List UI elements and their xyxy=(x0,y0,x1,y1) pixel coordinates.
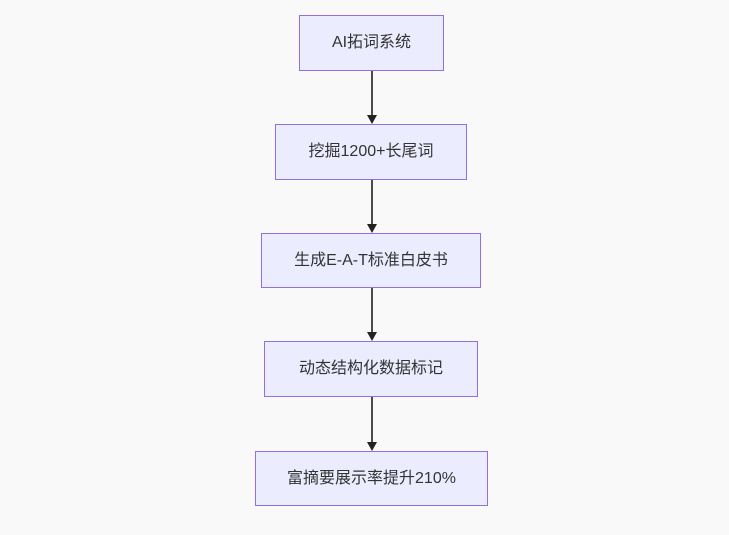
flow-node-longtail-mining: 挖掘1200+长尾词 xyxy=(275,124,467,180)
edge-line xyxy=(370,397,373,444)
flow-node-label: 挖掘1200+长尾词 xyxy=(308,143,434,161)
edge-line xyxy=(370,71,373,117)
flow-node-ai-keyword-system: AI拓词系统 xyxy=(299,15,444,71)
arrow-down-icon xyxy=(366,442,377,451)
flow-edge-3 xyxy=(365,288,378,341)
flow-node-eat-whitepaper: 生成E-A-T标准白皮书 xyxy=(261,233,481,288)
flow-node-label: 动态结构化数据标记 xyxy=(298,360,443,378)
flow-edge-2 xyxy=(365,180,378,233)
flow-node-rich-snippet-result: 富摘要展示率提升210% xyxy=(255,451,488,506)
flow-node-label: 富摘要展示率提升210% xyxy=(287,469,456,487)
arrow-down-icon xyxy=(366,224,377,233)
arrow-down-icon xyxy=(366,332,377,341)
flow-edge-1 xyxy=(365,71,378,124)
flow-edge-4 xyxy=(365,397,378,451)
flow-node-structured-data-markup: 动态结构化数据标记 xyxy=(264,341,478,397)
flow-node-label: AI拓词系统 xyxy=(331,34,412,52)
flow-node-label: 生成E-A-T标准白皮书 xyxy=(294,251,448,269)
arrow-down-icon xyxy=(366,115,377,124)
edge-line xyxy=(370,288,373,334)
edge-line xyxy=(370,180,373,226)
